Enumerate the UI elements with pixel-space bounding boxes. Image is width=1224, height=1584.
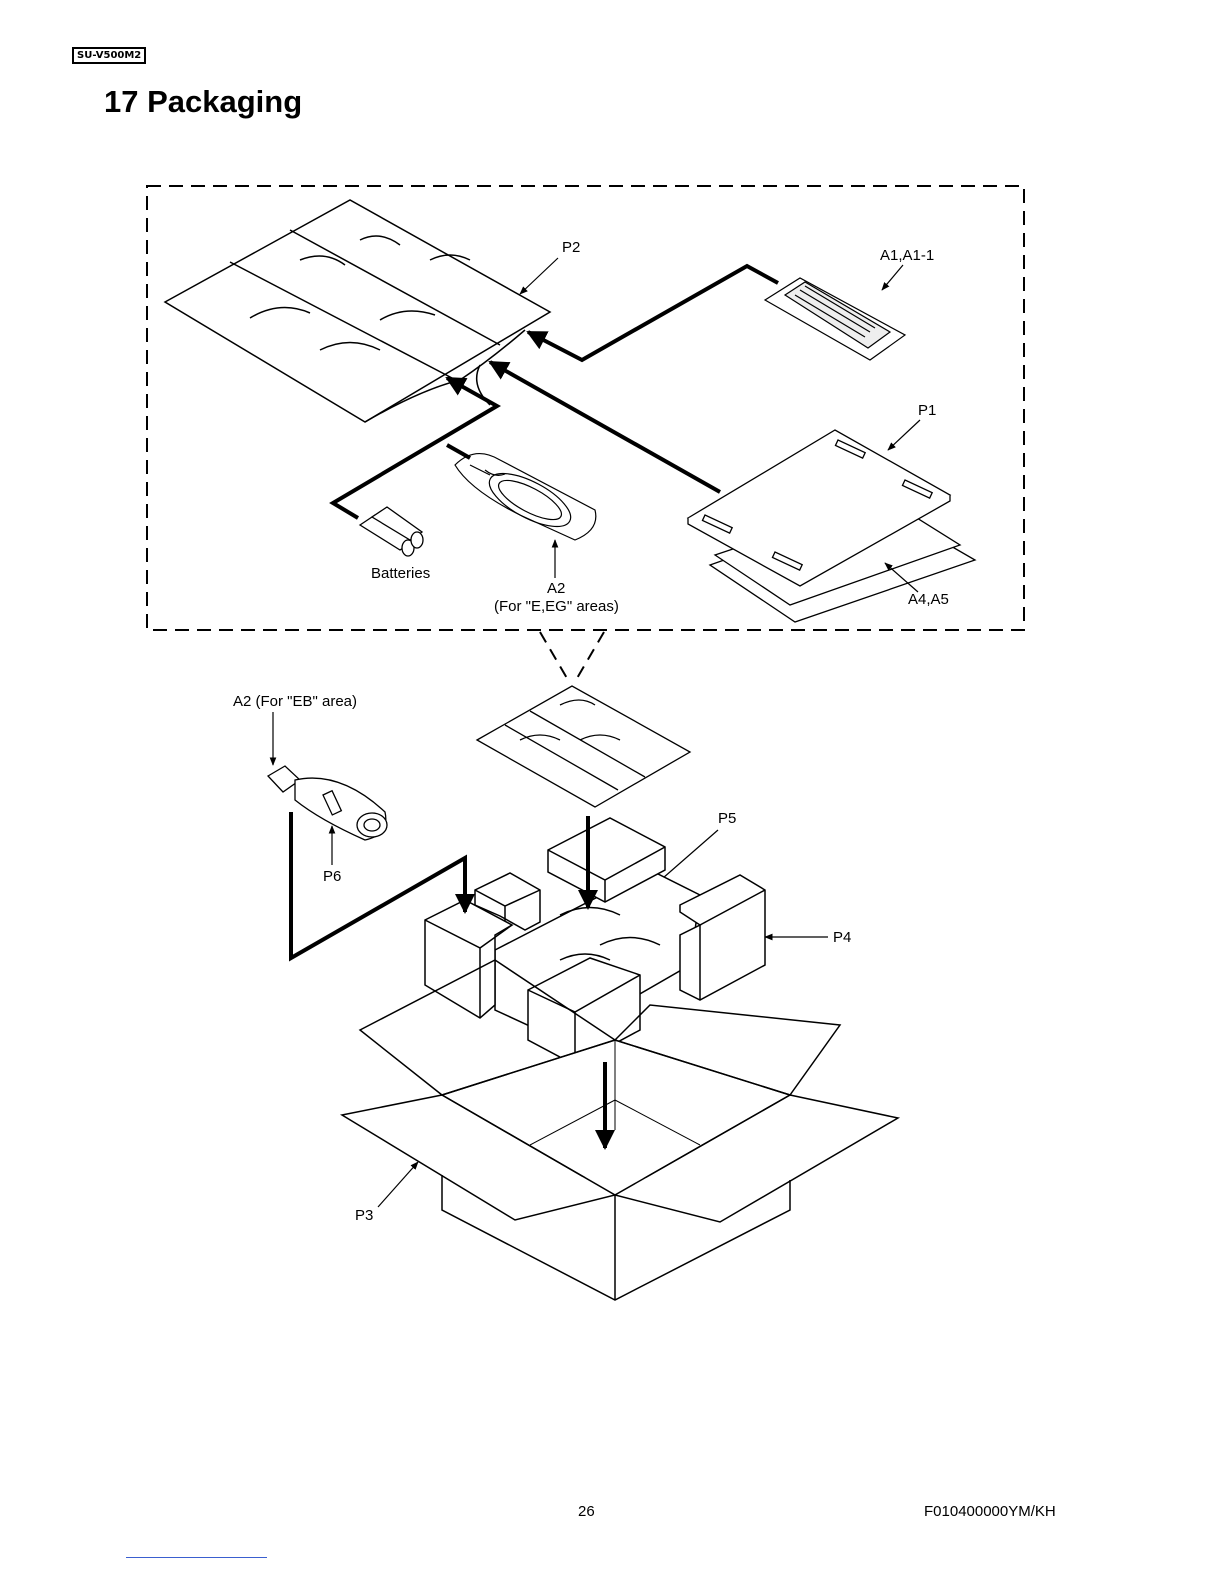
inset-callout-lines — [540, 632, 604, 680]
document-code: F010400000YM/KH — [924, 1503, 1056, 1520]
power-cord-eb — [268, 766, 387, 840]
label-p5: P5 — [718, 810, 736, 827]
footer-rule — [126, 1557, 267, 1558]
label-a2-eb: A2 (For "EB" area) — [233, 693, 357, 710]
label-a2-areas: (For "E,EG" areas) — [494, 598, 619, 615]
label-p3: P3 — [355, 1207, 373, 1224]
label-p6: P6 — [323, 868, 341, 885]
tray-and-cushions — [425, 818, 765, 1065]
label-a2: A2 — [547, 580, 565, 597]
p2-bag — [165, 200, 550, 422]
label-a1: A1,A1-1 — [880, 247, 934, 264]
label-batteries: Batteries — [371, 565, 430, 582]
power-cord — [455, 454, 596, 540]
batteries-icon — [360, 507, 423, 556]
bag-small — [477, 686, 690, 807]
page-number: 26 — [578, 1503, 595, 1520]
label-a4: A4,A5 — [908, 591, 949, 608]
label-p4: P4 — [833, 929, 851, 946]
label-p2: P2 — [562, 239, 580, 256]
label-p1: P1 — [918, 402, 936, 419]
remote-control — [765, 278, 905, 360]
